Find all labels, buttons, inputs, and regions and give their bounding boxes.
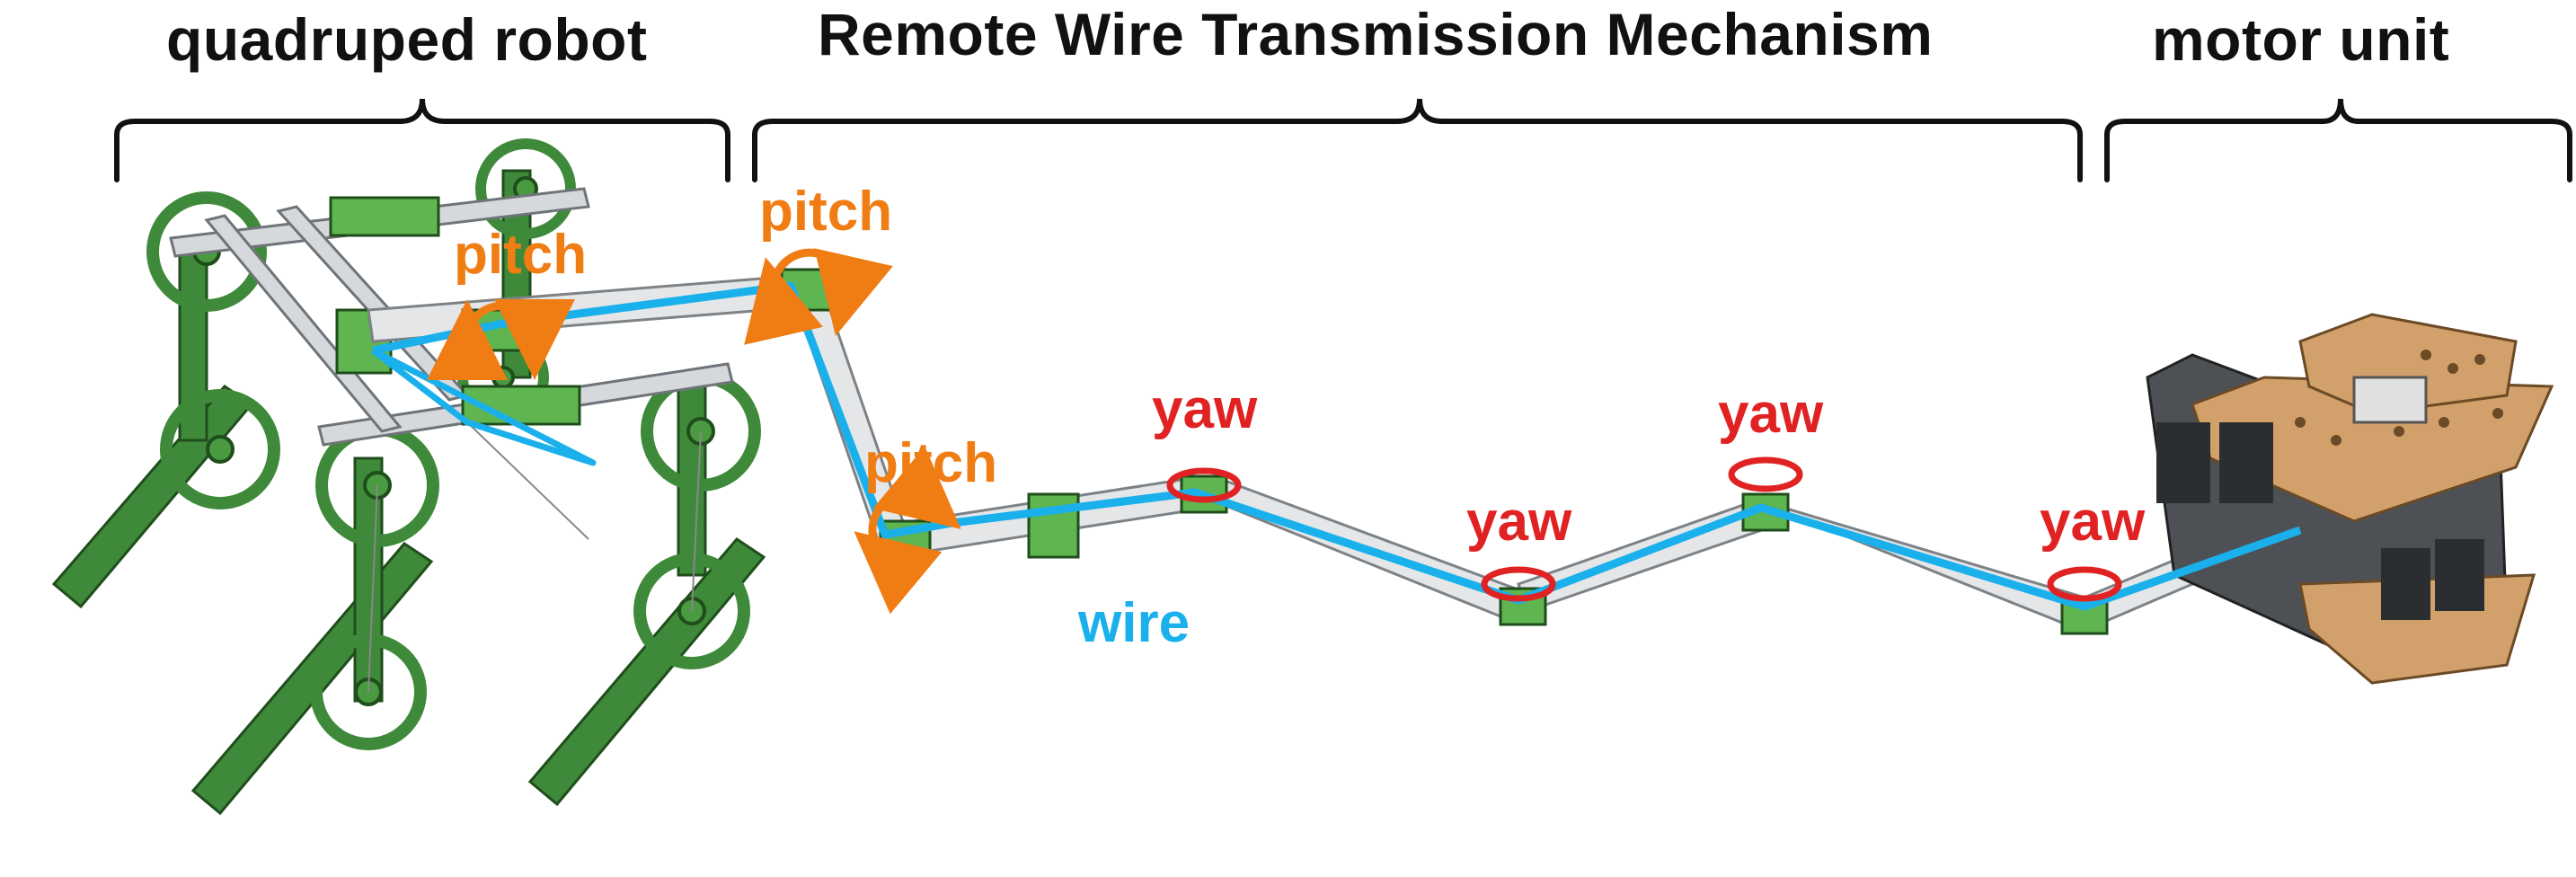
yaw-label-4: yaw — [2040, 491, 2146, 553]
pitch-arrow-2 — [744, 248, 893, 345]
pitch-label-2: pitch — [759, 181, 893, 243]
pitch-arrow-1 — [426, 298, 575, 381]
bracket-quadruped — [114, 98, 730, 182]
wire-path-robot — [370, 347, 597, 466]
yaw-label-2: yaw — [1466, 491, 1572, 553]
yaw-label-3: yaw — [1718, 383, 1824, 445]
section-title-transmission: Remote Wire Transmission Mechanism — [818, 1, 1934, 67]
yaw-arrow-2 — [1481, 566, 1556, 602]
pitch-arrow-3 — [854, 446, 961, 615]
yaw-arrow-1 — [1166, 467, 1242, 503]
pitch-label-3: pitch — [864, 432, 998, 494]
yaw-arrow-4 — [2047, 566, 2122, 602]
motor-unit-illustration — [2146, 313, 2554, 685]
pitch-label-1: pitch — [454, 224, 588, 286]
yaw-label-1: yaw — [1152, 378, 1258, 440]
section-title-quadruped: quadruped robot — [166, 6, 648, 73]
bracket-motor-unit — [2104, 98, 2572, 182]
wire-path — [372, 281, 2302, 611]
yaw-arrow-3 — [1728, 456, 1803, 492]
section-title-motor-unit: motor unit — [2152, 6, 2450, 73]
wire-label: wire — [1078, 592, 1191, 654]
quadruped-robot-illustration — [51, 138, 766, 816]
bracket-transmission — [752, 98, 2083, 182]
